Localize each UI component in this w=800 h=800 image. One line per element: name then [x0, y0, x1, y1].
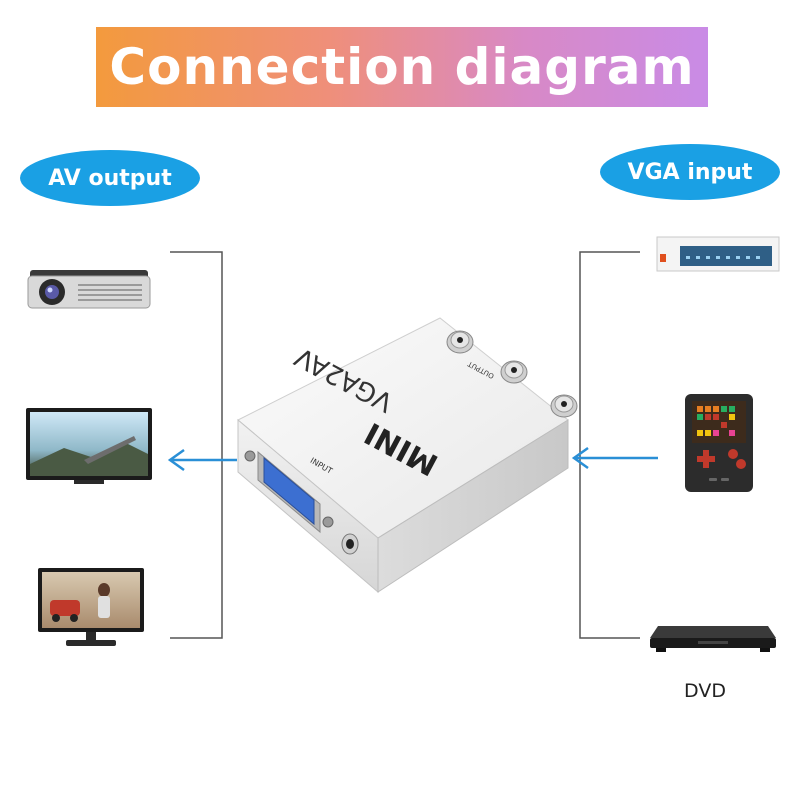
- right-arrow-head: [571, 446, 589, 470]
- av-output-label: AV output: [20, 150, 200, 206]
- projector-icon: [27, 270, 151, 309]
- vga2av-adapter: MINI VGA2AV INPUT OUTPUT: [237, 317, 578, 594]
- title-banner: Connection diagram: [96, 27, 708, 107]
- dvd-caption: DVD: [684, 680, 726, 702]
- monitor-icon: [38, 568, 144, 646]
- handheld-console-icon: [685, 394, 753, 492]
- vga-input-label: VGA input: [600, 144, 780, 200]
- right-bracket-line: [579, 251, 640, 639]
- left-bracket-line: [170, 251, 223, 639]
- rca-jacks: [446, 330, 578, 418]
- diagram-title: Connection diagram: [109, 38, 695, 96]
- dvd-player-icon: [650, 626, 776, 652]
- left-arrow-head: [167, 448, 185, 472]
- vga-port: [244, 450, 334, 534]
- tv-icon: [26, 408, 152, 484]
- vga-source-icon: [656, 236, 780, 272]
